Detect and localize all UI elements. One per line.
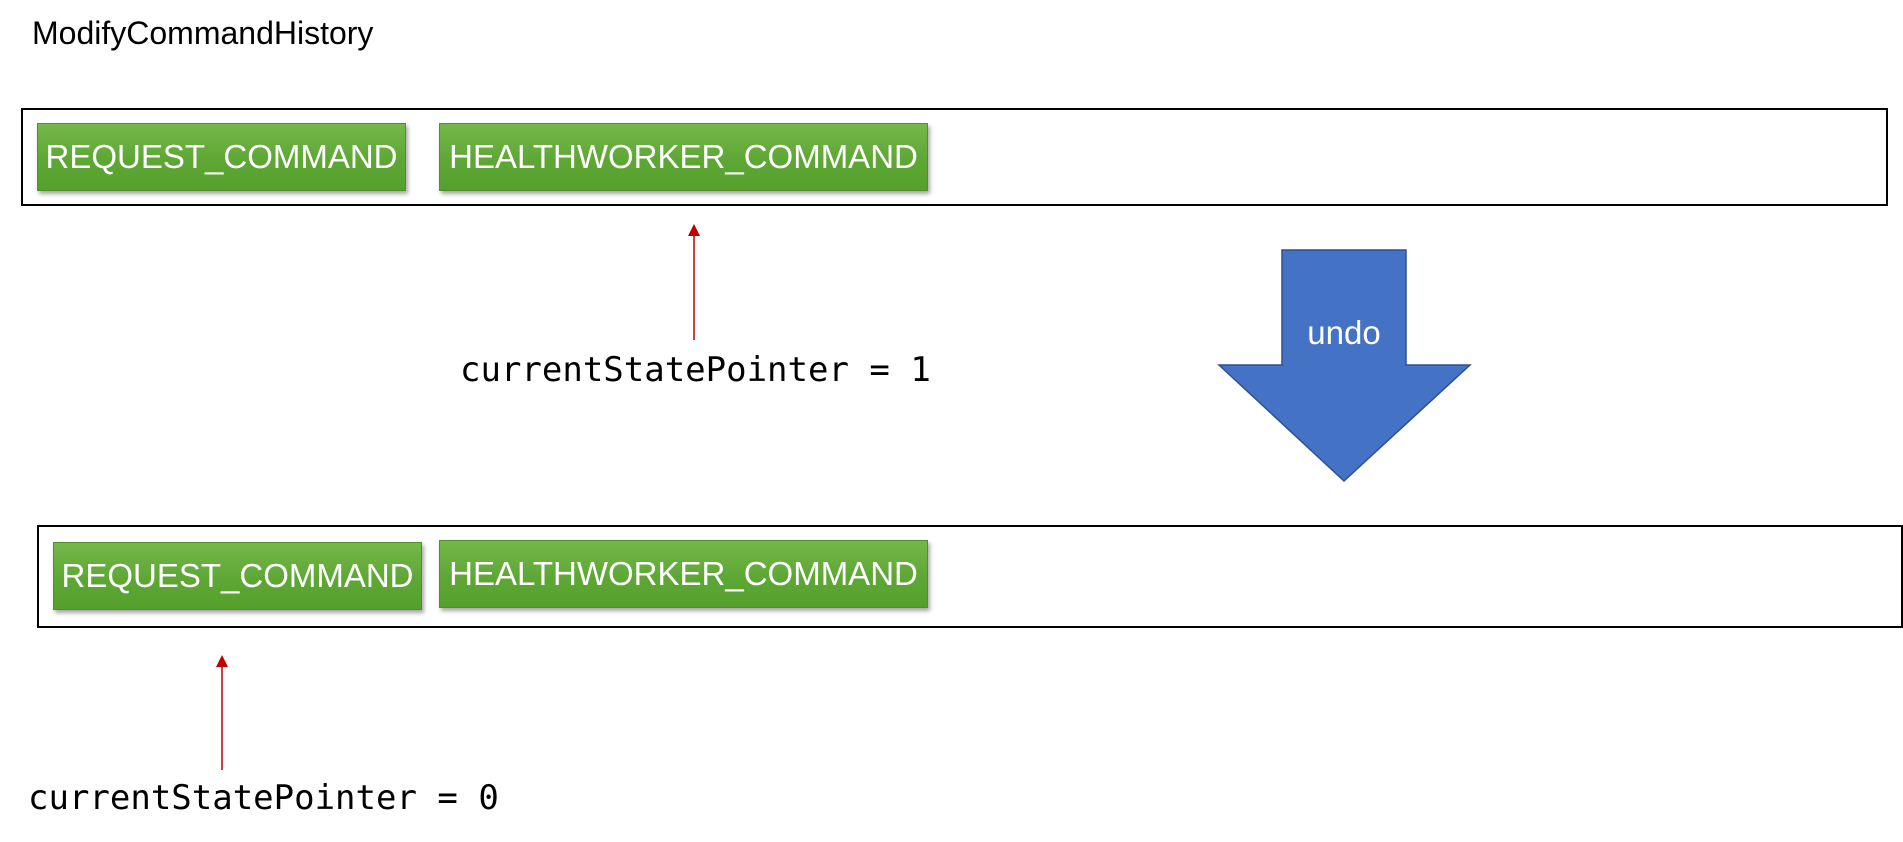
command-box-healthworker-before: HEALTHWORKER_COMMAND xyxy=(439,123,928,191)
diagram-title: ModifyCommandHistory xyxy=(32,15,374,51)
command-box-request-after: REQUEST_COMMAND xyxy=(53,542,422,610)
pointer-label-before: currentStatePointer = 1 xyxy=(460,350,931,390)
pointer-label-after: currentStatePointer = 0 xyxy=(28,778,499,818)
pointer-arrow-after xyxy=(216,655,228,770)
undo-arrow-shape xyxy=(1217,249,1472,483)
command-box-healthworker-after: HEALTHWORKER_COMMAND xyxy=(439,540,928,608)
command-box-request-before: REQUEST_COMMAND xyxy=(37,123,406,191)
pointer-arrow-before xyxy=(688,224,700,340)
undo-label: undo xyxy=(1307,314,1381,351)
